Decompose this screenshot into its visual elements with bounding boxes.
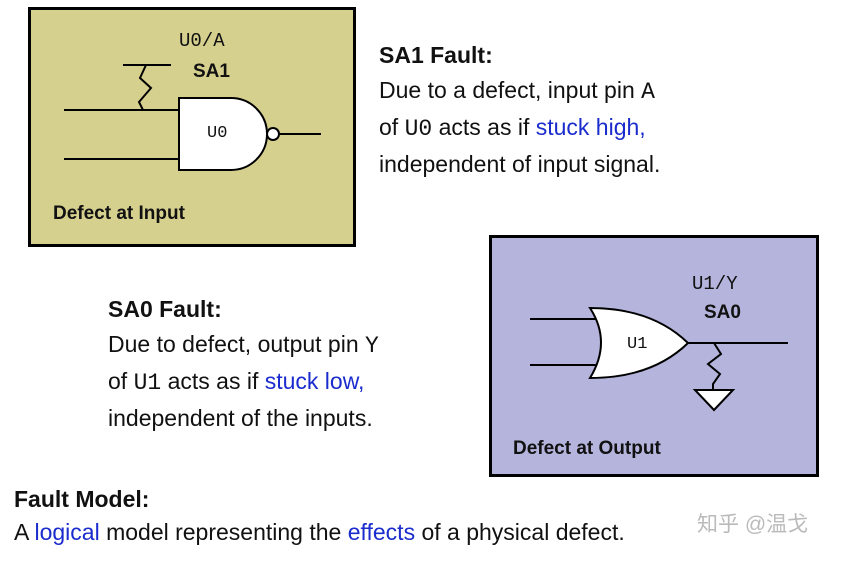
sa1-line-1: Due to a defect, input pin A (379, 73, 660, 110)
sa0-description: SA0 Fault: Due to defect, output pin Y o… (108, 292, 379, 436)
defect-at-output-panel: U1/Y SA0 U1 Defect at Output (489, 235, 819, 477)
sa1-line-2-text: acts as if (432, 114, 536, 140)
nand-bubble (266, 127, 280, 141)
sa0-line-2-text: acts as if (161, 368, 265, 394)
fault-model-highlight-effects: effects (347, 519, 416, 545)
sa1-pin-code: A (641, 79, 655, 105)
sa1-line-1-text: Due to a defect, input pin (379, 77, 642, 103)
fault-model-text-1: A (14, 519, 35, 545)
or-gate-diagram (530, 306, 788, 412)
gate-label-u0: U0 (207, 124, 228, 143)
watermark: 知乎 @温戈 (697, 513, 809, 536)
sa0-line-2: of U1 acts as if stuck low, (108, 364, 379, 401)
fault-model-text-2: model representing the (99, 519, 348, 545)
pin-label-u0-a: U0/A (179, 30, 225, 52)
sa0-zigzag-wire (706, 342, 723, 390)
fault-model-sentence: A logical model representing the effects… (14, 516, 625, 549)
sa0-line-3: independent of the inputs. (108, 405, 373, 431)
gate-label-u1: U1 (627, 335, 648, 354)
sa0-line-2-prefix: of (108, 368, 134, 394)
ground-triangle-icon (692, 389, 736, 412)
sa0-highlight: stuck low, (264, 368, 365, 394)
sa0-gate-code: U1 (133, 370, 162, 396)
sa0-line-1-text: Due to defect, output pin (108, 331, 366, 357)
or-gate-body (588, 306, 690, 380)
pin-label-u1-y: U1/Y (692, 273, 738, 295)
fault-code-sa1: SA1 (193, 61, 230, 82)
fault-model-highlight-logical: logical (34, 519, 100, 545)
sa1-highlight: stuck high, (535, 114, 646, 140)
sa1-zigzag-wire (137, 64, 153, 111)
sa1-line-3: independent of input signal. (379, 151, 661, 177)
sa1-title: SA1 Fault: (379, 42, 493, 68)
sa1-line-2-prefix: of (379, 114, 405, 140)
fault-model-text-3: of a physical defect. (415, 519, 625, 545)
fault-code-sa0: SA0 (704, 302, 741, 323)
defect-at-input-panel: U0/A SA1 U0 Defect at Input (28, 7, 356, 247)
nand-gate-diagram (64, 64, 321, 171)
sa0-title: SA0 Fault: (108, 296, 222, 322)
sa1-gate-code: U0 (404, 116, 433, 142)
panel-caption-output: Defect at Output (513, 438, 661, 459)
sa0-pin-code: Y (365, 333, 379, 359)
sa0-line-1: Due to defect, output pin Y (108, 327, 379, 364)
panel-caption-input: Defect at Input (53, 203, 185, 224)
fault-model-title: Fault Model: (14, 486, 150, 512)
sa1-description: SA1 Fault: Due to a defect, input pin A … (379, 38, 660, 182)
fault-model-definition: Fault Model: A logical model representin… (14, 483, 625, 549)
sa1-line-2: of U0 acts as if stuck high, (379, 110, 660, 147)
